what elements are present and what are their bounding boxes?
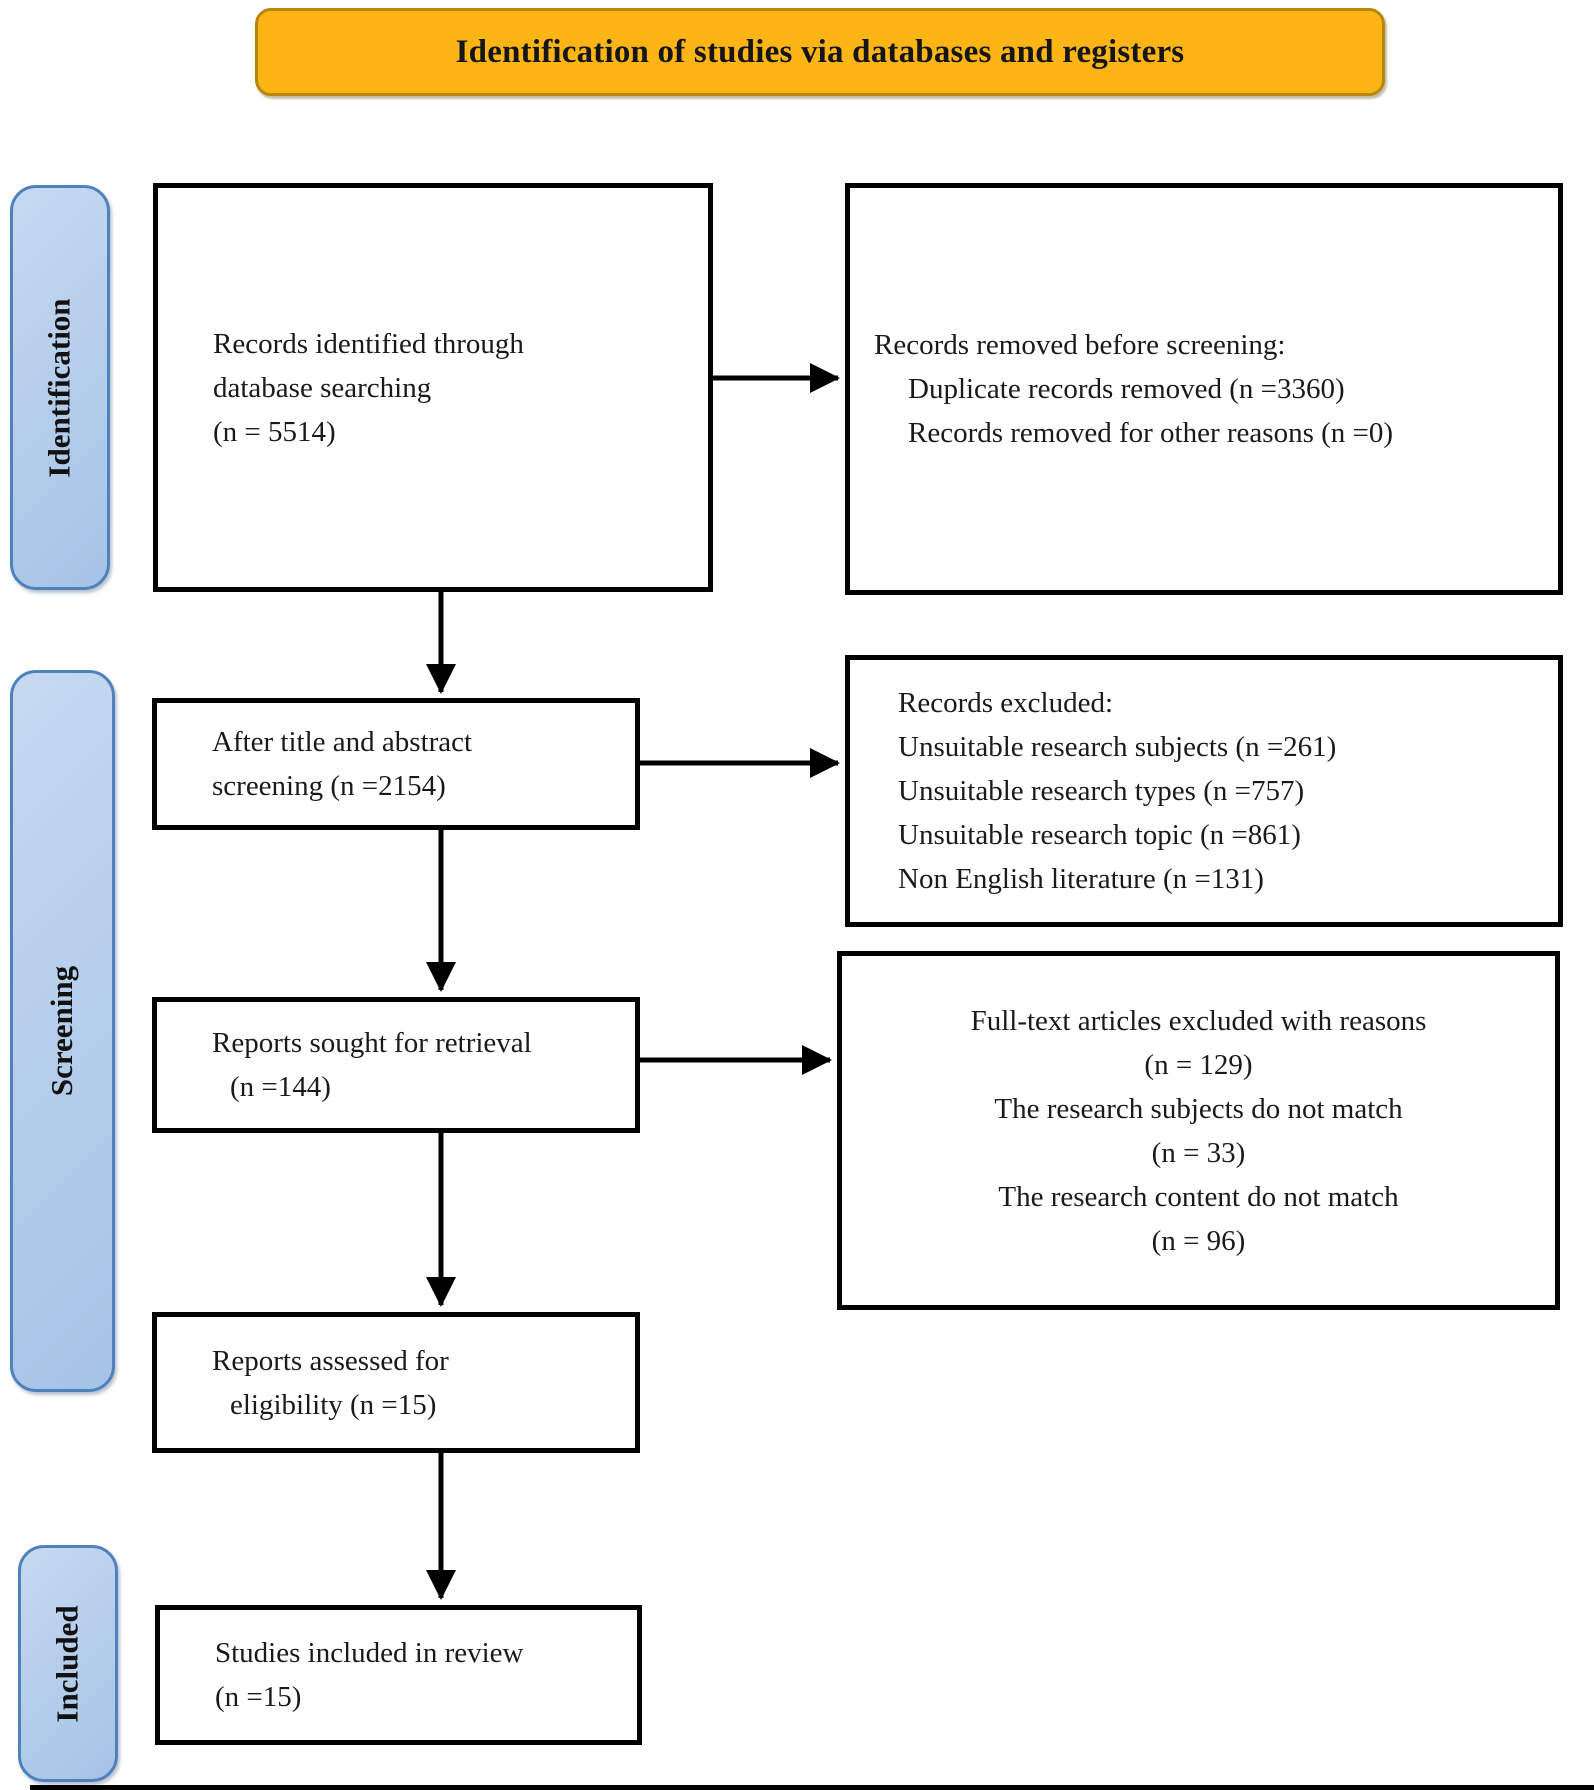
bottom-crop-line [30,1785,1594,1790]
stage-label-included: Included [18,1545,118,1782]
box-line: database searching [213,371,432,404]
box-line: Duplicate records removed (n =3360) [908,373,1345,405]
stage-label-screening-text: Screening [44,965,80,1097]
box-line: Records removed for other reasons (n =0) [908,417,1394,449]
box-line: Records identified through [213,327,524,360]
box-reports-assessed: Reports assessed for eligibility (n =15) [152,1312,640,1453]
box-line: Studies included in review [215,1637,524,1669]
box-line: eligibility (n =15) [230,1388,437,1421]
box-line: Records excluded: [898,687,1114,719]
stage-label-screening: Screening [10,670,115,1392]
box-title-abstract-screening: After title and abstract screening (n =2… [152,698,640,830]
box-line: (n = 96) [1151,1224,1246,1257]
box-line: Unsuitable research topic (n =861) [898,819,1301,851]
box-line: Unsuitable research types (n =757) [898,775,1305,807]
box-line: Records removed before screening: [874,329,1286,361]
diagram-title: Identification of studies via databases … [455,33,1185,70]
box-line: After title and abstract [212,726,473,758]
box-line: Full-text articles excluded with reasons [970,1004,1427,1037]
box-line: The research content do not match [998,1180,1399,1213]
title-banner: Identification of studies via databases … [255,8,1385,96]
stage-label-included-text: Included [50,1604,86,1723]
box-line: (n = 33) [1151,1136,1246,1169]
box-line: (n =15) [215,1681,302,1713]
box-line: Unsuitable research subjects (n =261) [898,731,1337,763]
box-line: (n = 129) [1144,1048,1253,1081]
box-line: Non English literature (n =131) [898,863,1264,895]
box-line: The research subjects do not match [994,1092,1403,1125]
box-records-excluded: Records excluded: Unsuitable research su… [845,655,1563,927]
stage-label-identification-text: Identification [42,297,77,478]
box-line: Reports sought for retrieval [212,1027,532,1059]
box-records-identified: Records identified through database sear… [153,183,713,592]
stage-label-identification: Identification [10,185,110,590]
box-line: Reports assessed for [212,1344,449,1377]
box-reports-sought: Reports sought for retrieval (n =144) [152,997,640,1133]
box-line: screening (n =2154) [212,770,446,802]
box-fulltext-excluded: Full-text articles excluded with reasons… [837,951,1560,1310]
box-records-removed: Records removed before screening: Duplic… [845,183,1563,595]
box-studies-included: Studies included in review (n =15) [155,1605,642,1745]
box-line: (n =144) [230,1071,331,1103]
box-line: (n = 5514) [213,415,336,448]
